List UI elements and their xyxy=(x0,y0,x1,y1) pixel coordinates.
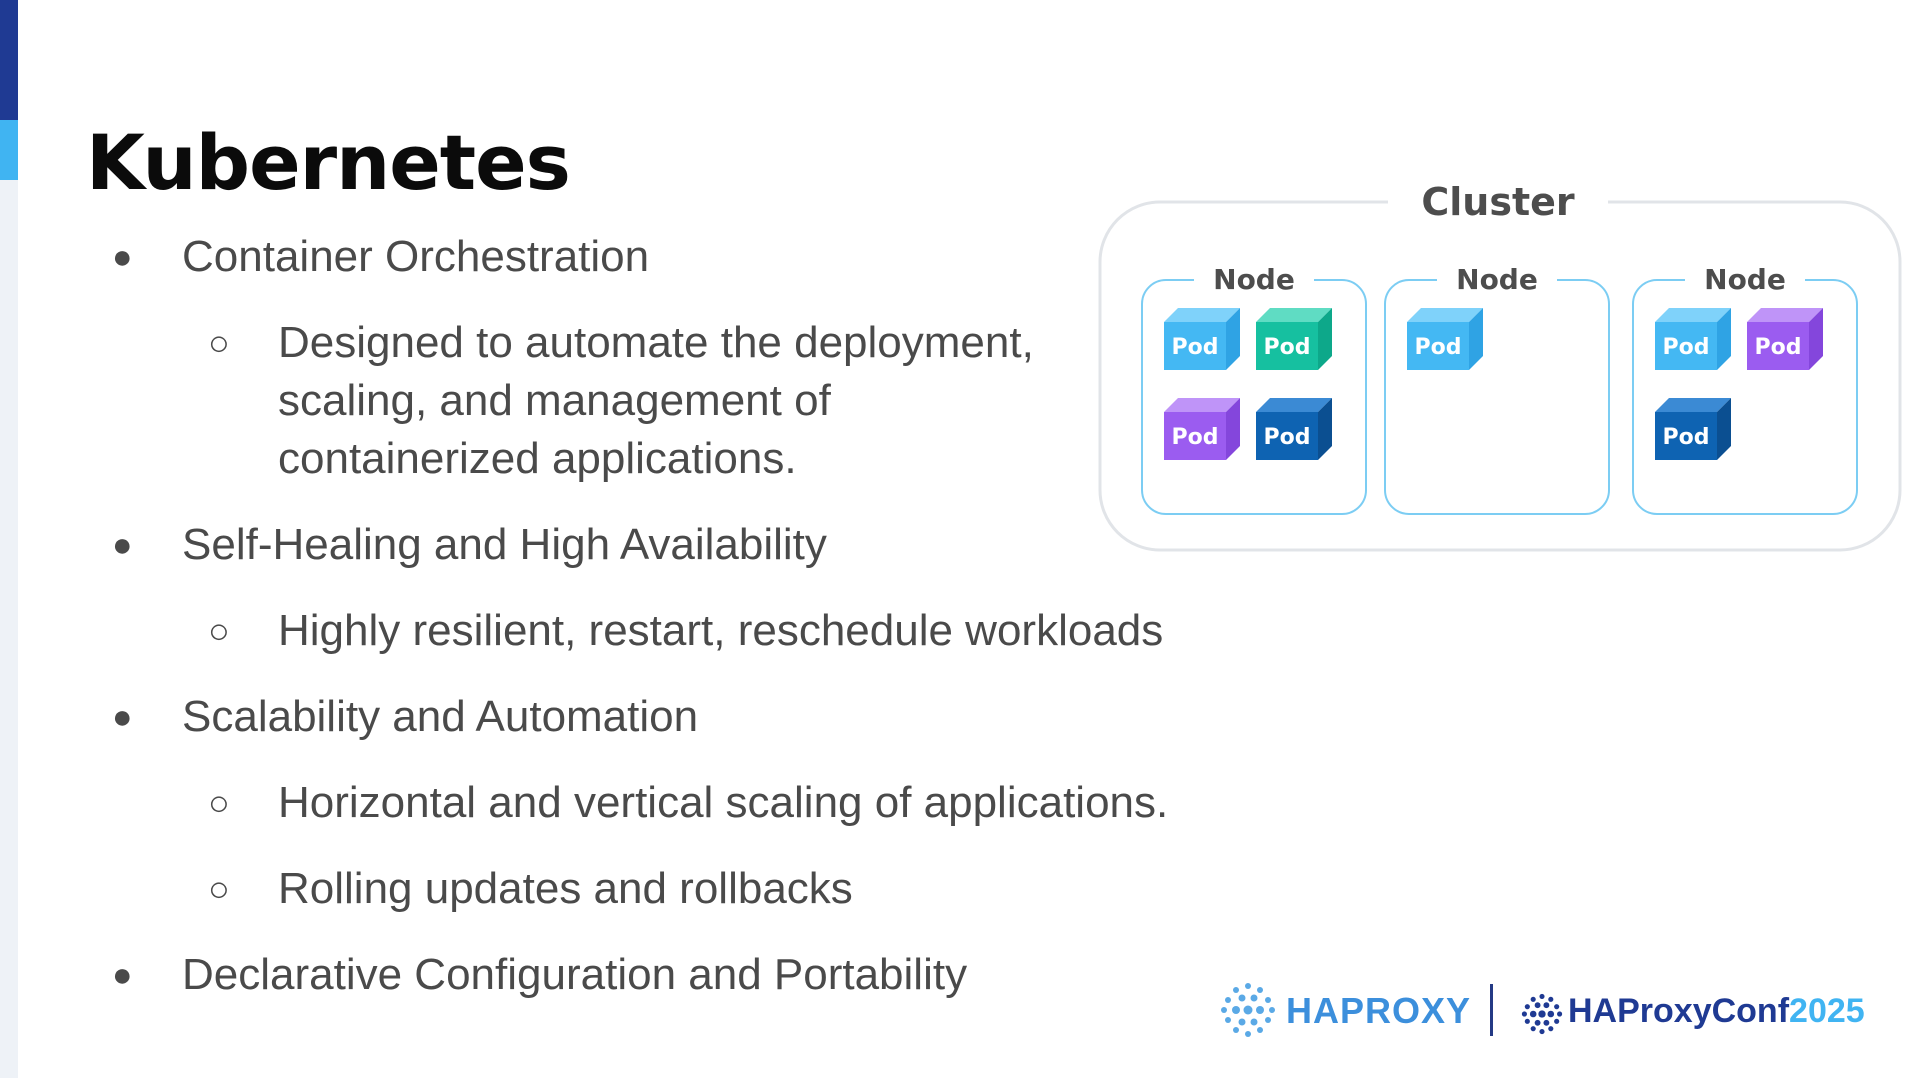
left-edge-accent-light xyxy=(0,120,18,180)
pod-side-face xyxy=(1717,308,1731,370)
pod-icon: Pod xyxy=(1407,308,1483,370)
pod-front-face xyxy=(1747,322,1809,370)
sub-bullet-line: scaling, and management of xyxy=(278,376,831,425)
node-label-gap xyxy=(1194,266,1314,294)
sub-bullet-item: ○ Highly resilient, restart, reschedule … xyxy=(208,602,1164,660)
bullet-item: ● Self-Healing and High Availability xyxy=(112,516,827,574)
pod-top-face xyxy=(1655,308,1731,322)
pod-top-face xyxy=(1256,398,1332,412)
sub-bullet-item: ○ Rolling updates and rollbacks xyxy=(208,860,853,918)
pod-icon: Pod xyxy=(1256,308,1332,370)
pod-side-face xyxy=(1318,308,1332,370)
pod-label: Pod xyxy=(1172,425,1219,450)
pod-side-face xyxy=(1717,398,1731,460)
pod-front-face xyxy=(1164,322,1226,370)
pod-icon: Pod xyxy=(1655,308,1731,370)
pod-top-face xyxy=(1256,308,1332,322)
pod-side-face xyxy=(1809,308,1823,370)
pod-label: Pod xyxy=(1663,425,1710,450)
sub-bullet-text: Horizontal and vertical scaling of appli… xyxy=(278,778,1169,827)
pod-front-face xyxy=(1256,322,1318,370)
bullet-text: Self-Healing and High Availability xyxy=(182,520,827,569)
bullet-marker: ● xyxy=(112,698,133,736)
node-label: Node xyxy=(1456,263,1538,296)
bullet-text: Scalability and Automation xyxy=(182,692,699,741)
haproxyconf-logo-text: HAProxyConf2025 xyxy=(1568,992,1865,1031)
sub-bullet-marker: ○ xyxy=(208,322,230,363)
haproxyconf-logo-name: HAProxyConf xyxy=(1568,992,1790,1030)
bullet-item: ● Declarative Configuration and Portabil… xyxy=(112,946,968,1004)
pod-icon: Pod xyxy=(1747,308,1823,370)
sub-bullet-text: Rolling updates and rollbacks xyxy=(278,864,853,913)
sub-bullet-marker: ○ xyxy=(208,782,230,823)
pod-icon: Pod xyxy=(1256,398,1332,460)
bullet-marker: ● xyxy=(112,238,133,276)
pod-side-face xyxy=(1226,398,1240,460)
bullet-text: Container Orchestration xyxy=(182,232,650,281)
pod-top-face xyxy=(1655,398,1731,412)
slide-title: Kubernetes xyxy=(86,118,571,207)
bullet-item: ● Scalability and Automation xyxy=(112,688,699,746)
sub-bullet-line: Designed to automate the deployment, xyxy=(278,318,1034,367)
sub-bullet-item: ○ Designed to automate the deployment, s… xyxy=(208,314,1034,488)
pod-front-face xyxy=(1655,412,1717,460)
pod-label: Pod xyxy=(1415,335,1462,360)
pod-front-face xyxy=(1256,412,1318,460)
cluster-label: Cluster xyxy=(1421,180,1575,224)
pod-front-face xyxy=(1655,322,1717,370)
pod-top-face xyxy=(1747,308,1823,322)
bullet-marker: ● xyxy=(112,956,133,994)
sub-bullet-text: Highly resilient, restart, reschedule wo… xyxy=(278,606,1164,655)
pod-top-face xyxy=(1407,308,1483,322)
footer-logos: HAPROXY HAProxyConf2025 xyxy=(1218,980,1894,1040)
haproxyconf-logo-year: 2025 xyxy=(1789,992,1865,1030)
left-edge-strip xyxy=(0,0,18,1078)
pod-label: Pod xyxy=(1755,335,1802,360)
sub-bullet-marker: ○ xyxy=(208,868,230,909)
pod-top-face xyxy=(1164,398,1240,412)
pod-front-face xyxy=(1407,322,1469,370)
pod-top-face xyxy=(1164,308,1240,322)
pod-icon: Pod xyxy=(1164,398,1240,460)
pod-label: Pod xyxy=(1172,335,1219,360)
haproxy-logo-text: HAPROXY xyxy=(1286,990,1472,1031)
node-label: Node xyxy=(1704,263,1786,296)
bullet-item: ● Container Orchestration xyxy=(112,228,650,286)
sub-bullet-line: containerized applications. xyxy=(278,434,797,483)
node-label-gap xyxy=(1437,266,1557,294)
sub-bullet-marker: ○ xyxy=(208,610,230,651)
cluster-label-gap xyxy=(1388,182,1608,226)
haproxyconf-logo-icon xyxy=(1521,993,1563,1035)
pod-icon: Pod xyxy=(1164,308,1240,370)
bullet-text: Declarative Configuration and Portabilit… xyxy=(182,950,968,999)
logo-divider xyxy=(1490,984,1493,1036)
pod-label: Pod xyxy=(1264,335,1311,360)
haproxy-logo-icon xyxy=(1221,983,1275,1037)
sub-bullet-item: ○ Horizontal and vertical scaling of app… xyxy=(208,774,1169,832)
pod-side-face xyxy=(1469,308,1483,370)
node-label: Node xyxy=(1213,263,1295,296)
pod-label: Pod xyxy=(1663,335,1710,360)
node-label-gap xyxy=(1685,266,1805,294)
pod-label: Pod xyxy=(1264,425,1311,450)
pod-side-face xyxy=(1318,398,1332,460)
pod-side-face xyxy=(1226,308,1240,370)
bullet-marker: ● xyxy=(112,526,133,564)
left-edge-accent-dark xyxy=(0,0,18,120)
pod-icon: Pod xyxy=(1655,398,1731,460)
pod-front-face xyxy=(1164,412,1226,460)
